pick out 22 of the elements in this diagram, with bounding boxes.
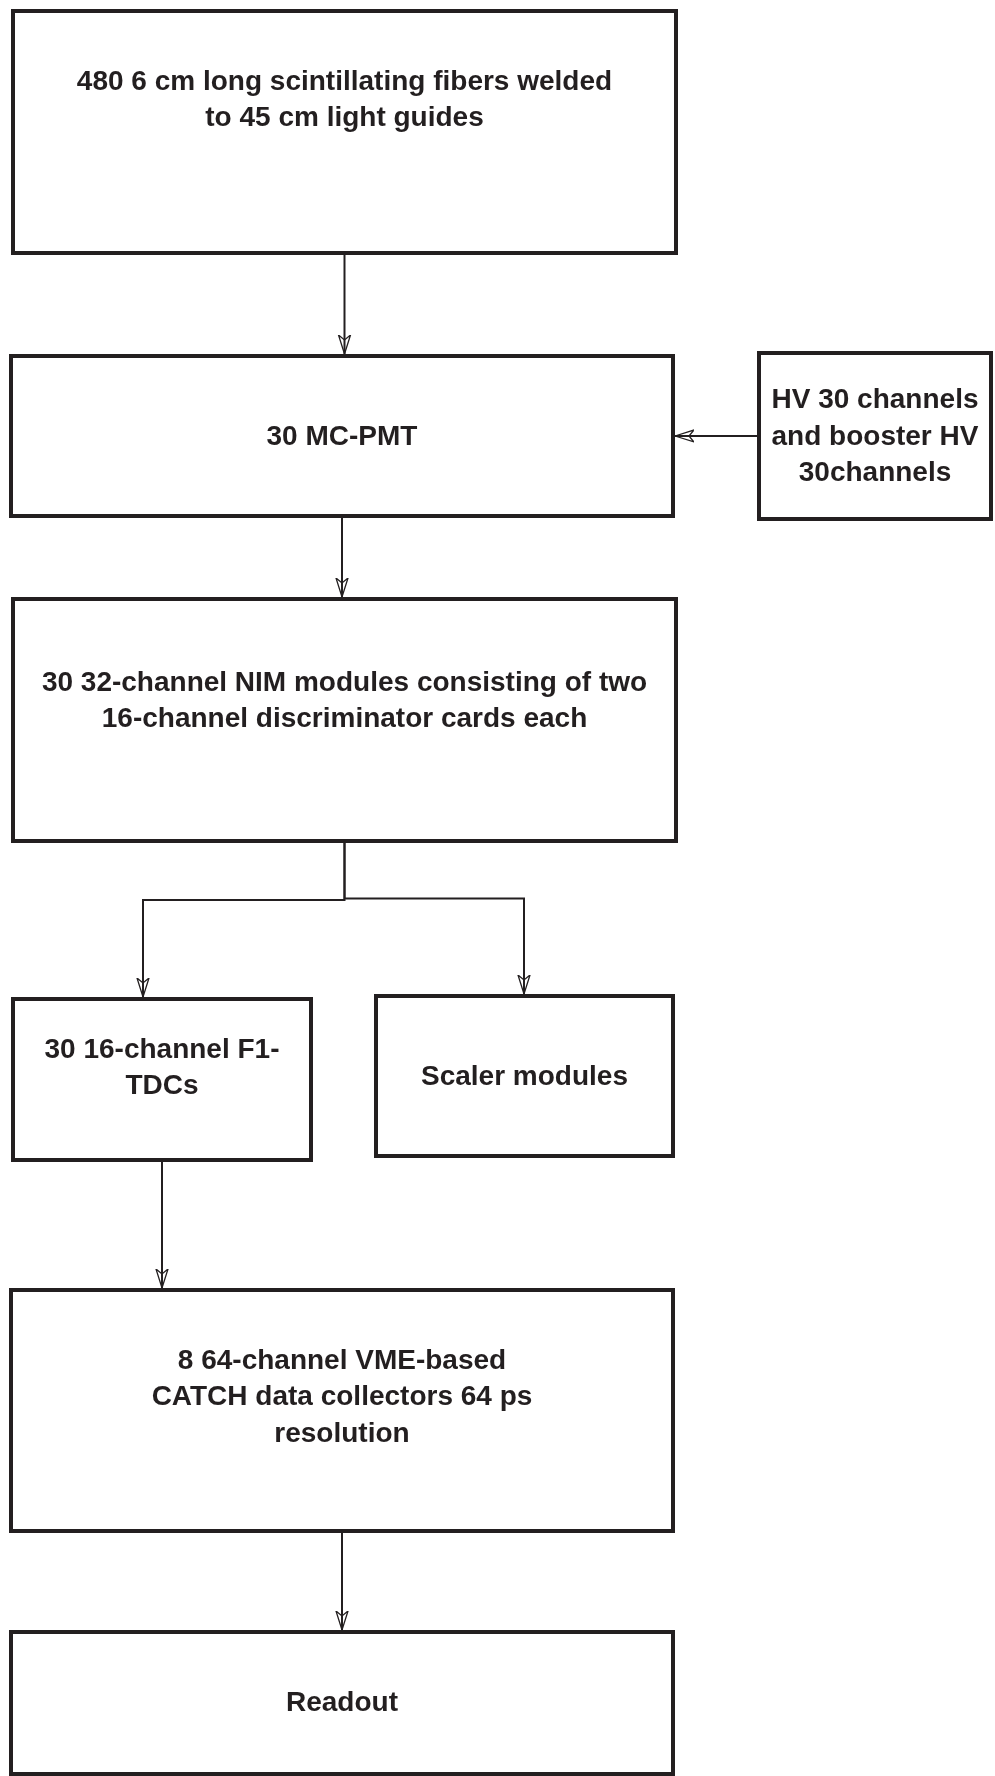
box-label: HV 30 channels and booster HV 30channels — [770, 382, 980, 490]
process-box — [11, 597, 678, 843]
process-box — [9, 354, 675, 518]
box-label: 30 16-channel F1-TDCs — [43, 1032, 281, 1103]
box-label: Scaler modules — [421, 1058, 628, 1093]
process-box — [11, 997, 313, 1162]
arrow — [335, 517, 349, 598]
box-label: 8 64-channel VME-based CATCH data collectors 64 ps resolution — [150, 1343, 534, 1450]
arrow — [337, 254, 352, 355]
box-label: Readout — [286, 1685, 398, 1719]
process-box — [11, 9, 678, 255]
process-box — [9, 1630, 675, 1776]
box-label: 30 32-channel NIM modules consisting of two 16-channel discriminator cards each — [40, 664, 649, 735]
arrow — [155, 1161, 169, 1289]
process-box — [9, 1288, 675, 1533]
arrow — [674, 429, 758, 443]
process-box — [757, 351, 993, 521]
arrow — [335, 1532, 349, 1631]
process-box — [374, 994, 675, 1158]
box-label: 30 MC-PMT — [266, 418, 418, 453]
arrow — [343, 842, 531, 995]
box-label: 480 6 cm long scintillating fibers welded to 45 cm light guides — [75, 64, 614, 135]
